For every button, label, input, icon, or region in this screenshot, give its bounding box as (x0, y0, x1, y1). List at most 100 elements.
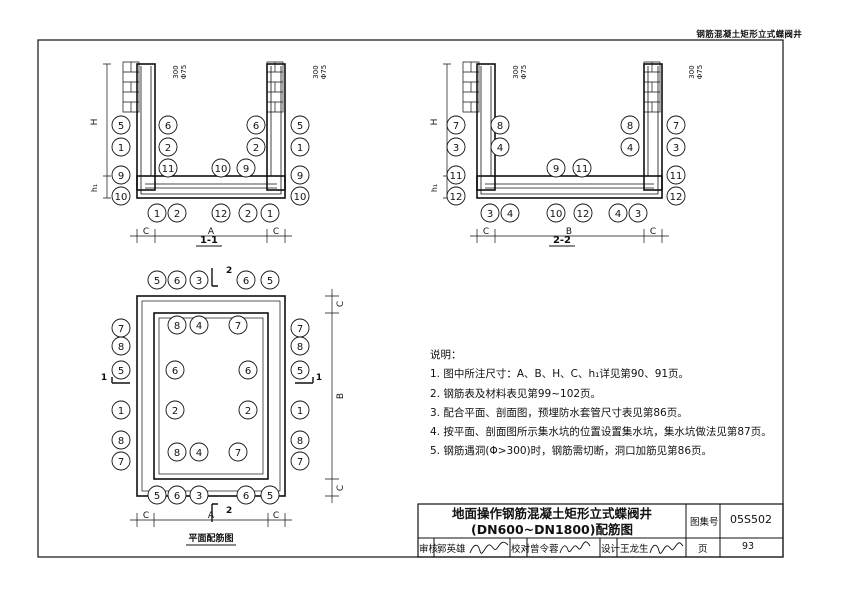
plan-top-inner-callout: 8 (167, 315, 187, 335)
svg-text:2: 2 (245, 406, 251, 417)
section-1-dim-bottom (130, 229, 292, 243)
svg-text:9: 9 (297, 171, 303, 182)
section-2-right-inner-callout: 8 (620, 115, 640, 135)
section-2-left-callout: 11 (446, 165, 466, 185)
section-2-dim-c-left: C (483, 227, 489, 237)
svg-text:6: 6 (243, 276, 249, 287)
plan-cut-2-top (211, 268, 218, 287)
svg-text:7: 7 (297, 457, 303, 468)
svg-text:7: 7 (453, 121, 459, 132)
svg-text:1: 1 (118, 406, 124, 417)
section-1-left-brick (122, 61, 140, 113)
svg-text:3: 3 (487, 209, 493, 220)
section-2-dim-b: B (566, 227, 572, 237)
svg-text:11: 11 (162, 164, 175, 175)
svg-text:4: 4 (627, 143, 633, 154)
section-1-dim-a: A (208, 227, 215, 237)
plan-left-inner-callout: 6 (165, 360, 185, 380)
plan-bottom-inner-callout: 8 (167, 442, 187, 462)
section-2-middle-callout: 9 (546, 158, 566, 178)
svg-text:5: 5 (154, 276, 160, 287)
plan-bottom-callout: 6 (167, 485, 187, 505)
plan-dim-b: B (336, 393, 346, 399)
reviewer-name: 郭英雄 (437, 544, 466, 555)
section-2-bottom-callout: 3 (480, 203, 500, 223)
plan-dim-c-left: C (143, 511, 149, 521)
note-item: 4. 按平面、剖面图所示集水坑的位置设置集水坑，集水坑做法见第87页。 (430, 426, 772, 439)
section-1-left-callout: 10 (111, 186, 131, 206)
svg-text:6: 6 (165, 121, 171, 132)
section-2-right-brick (643, 61, 661, 113)
signature-checker (559, 541, 591, 554)
section-2-left-callout: 12 (446, 186, 466, 206)
svg-text:3: 3 (673, 143, 679, 154)
plan-top-callout: 5 (147, 270, 167, 290)
svg-text:6: 6 (174, 276, 180, 287)
svg-text:1: 1 (154, 209, 160, 220)
plan-right-callout: 8 (290, 336, 310, 356)
plan-top-callout: 6 (236, 270, 256, 290)
svg-text:4: 4 (507, 209, 513, 220)
section-1-middle-callout: 11 (158, 158, 178, 178)
section-1-middle-callout: 10 (211, 158, 231, 178)
plan-left-callout: 7 (111, 451, 131, 471)
svg-text:4: 4 (497, 143, 503, 154)
section-1-left-callout: 5 (111, 115, 131, 135)
note-item: 5. 钢筋遇洞(Φ>300)时，钢筋需切断，洞口加筋见第86页。 (430, 445, 713, 458)
svg-text:12: 12 (670, 192, 683, 203)
section-2-left-brick (462, 61, 480, 113)
section-1-dim-top: 300 (172, 65, 180, 78)
atlas-label: 图集号 (690, 517, 719, 528)
svg-text:6: 6 (253, 121, 259, 132)
svg-text:5: 5 (118, 366, 124, 377)
design-label: 设计 (601, 544, 621, 555)
plan-dim-right (325, 289, 339, 503)
plan-section-mark-2-top: 2 (226, 266, 232, 276)
svg-text:8: 8 (174, 321, 180, 332)
section-1-bottom-callout: 1 (147, 203, 167, 223)
section-2-dim-h-label: H (430, 119, 440, 126)
section-2-dim-h1-label: h₁ (430, 184, 439, 192)
notes-block: 说明： 1. 图中所注尺寸：A、B、H、C、h₁详见第90、91页。 2. 钢筋… (430, 346, 772, 462)
plan-cut-1-left (111, 377, 130, 384)
section-2-left-inner-callout: 4 (490, 137, 510, 157)
svg-text:7: 7 (235, 321, 241, 332)
plan-bottom-inner-callout: 4 (189, 442, 209, 462)
svg-text:7: 7 (118, 324, 124, 335)
section-2-right-inner-callout: 4 (620, 137, 640, 157)
plan-bottom-inner-callout: 7 (228, 442, 248, 462)
section-1-dim-h1-label: h₁ (90, 184, 99, 192)
plan-top-inner-callout: 7 (228, 315, 248, 335)
section-1-right-brick (266, 61, 284, 113)
section-2-bottom-callout: 4 (500, 203, 520, 223)
plan-right-callout: 7 (290, 451, 310, 471)
svg-text:7: 7 (118, 457, 124, 468)
section-1-rebar-lines (140, 66, 282, 195)
section-1-dim-c-left: C (143, 227, 149, 237)
svg-text:8: 8 (118, 342, 124, 353)
plan-cut-1-right (295, 377, 314, 384)
svg-text:3: 3 (635, 209, 641, 220)
plan-rebar-outer (141, 300, 281, 492)
section-1-right-callout: 10 (290, 186, 310, 206)
svg-text:7: 7 (673, 121, 679, 132)
svg-text:5: 5 (267, 276, 273, 287)
plan-title: 平面配筋图 (188, 532, 233, 544)
svg-text:1: 1 (297, 406, 303, 417)
plan-dim-bottom (130, 513, 292, 527)
section-1-bottom-callout: 12 (211, 203, 231, 223)
svg-text:2: 2 (253, 143, 259, 154)
plan-dim-c-right: C (273, 511, 279, 521)
svg-text:8: 8 (174, 448, 180, 459)
note-item: 3. 配合平面、剖面图，预埋防水套管尺寸表见第86页。 (430, 406, 688, 419)
signature-designer (649, 542, 684, 554)
section-1-right-callout: 5 (290, 115, 310, 135)
svg-text:3: 3 (453, 143, 459, 154)
plan-left-callout: 7 (111, 318, 131, 338)
section-2-right-callout: 11 (666, 165, 686, 185)
section-1-dim-dia: Φ75 (180, 65, 188, 79)
section-2-rebar-lines (480, 66, 659, 195)
svg-text:8: 8 (297, 342, 303, 353)
sheet-border (37, 39, 784, 558)
